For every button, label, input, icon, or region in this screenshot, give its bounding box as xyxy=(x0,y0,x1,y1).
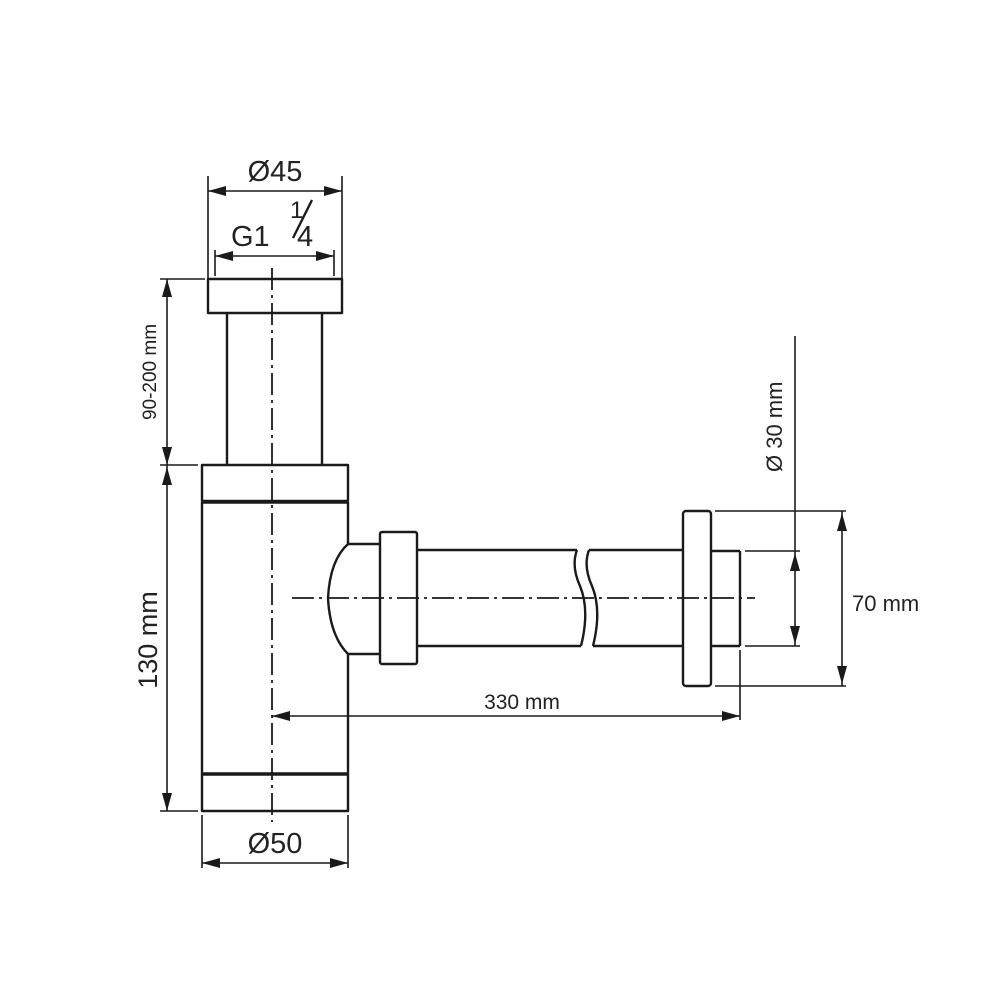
top-cap xyxy=(206,277,344,315)
vertical-assembly xyxy=(200,268,350,822)
pipe-break-right xyxy=(585,549,599,647)
dim-height-adjust-label: 90-200 mm xyxy=(140,324,161,420)
dim-height-adjust: 90-200 mm xyxy=(140,278,205,466)
body-upper-cap xyxy=(200,463,350,503)
dim-thread-main-label: G1 xyxy=(231,221,270,253)
body-bottom-cap xyxy=(200,772,350,813)
dim-body-height: 130 mm xyxy=(133,465,198,812)
dim-bottom-diameter-label: Ø50 xyxy=(248,828,303,860)
dim-pipe-diameter-label: Ø 30 mm xyxy=(762,382,787,472)
dim-body-height-label: 130 mm xyxy=(133,591,163,689)
dim-thread: G1 1 4 xyxy=(214,197,335,276)
dim-top-diameter-label: Ø45 xyxy=(248,156,303,188)
dim-rosette-diameter-label: 70 mm xyxy=(852,591,919,616)
dim-bottom-diameter: Ø50 xyxy=(201,815,349,868)
dim-rosette-diameter: 70 mm xyxy=(715,510,919,687)
dim-outlet-length-label: 330 mm xyxy=(484,691,560,714)
dim-pipe-diameter: Ø 30 mm xyxy=(745,336,800,647)
dim-thread-denominator: 4 xyxy=(297,221,313,253)
dim-outlet-length: 330 mm xyxy=(272,650,741,721)
dim-thread-numerator: 1 xyxy=(290,197,303,224)
outlet-assembly xyxy=(292,509,755,688)
body-right-wall xyxy=(326,502,350,774)
pipe-break-left xyxy=(573,549,587,647)
fraction-slash xyxy=(291,199,314,239)
dim-top-diameter: Ø45 xyxy=(207,156,343,279)
